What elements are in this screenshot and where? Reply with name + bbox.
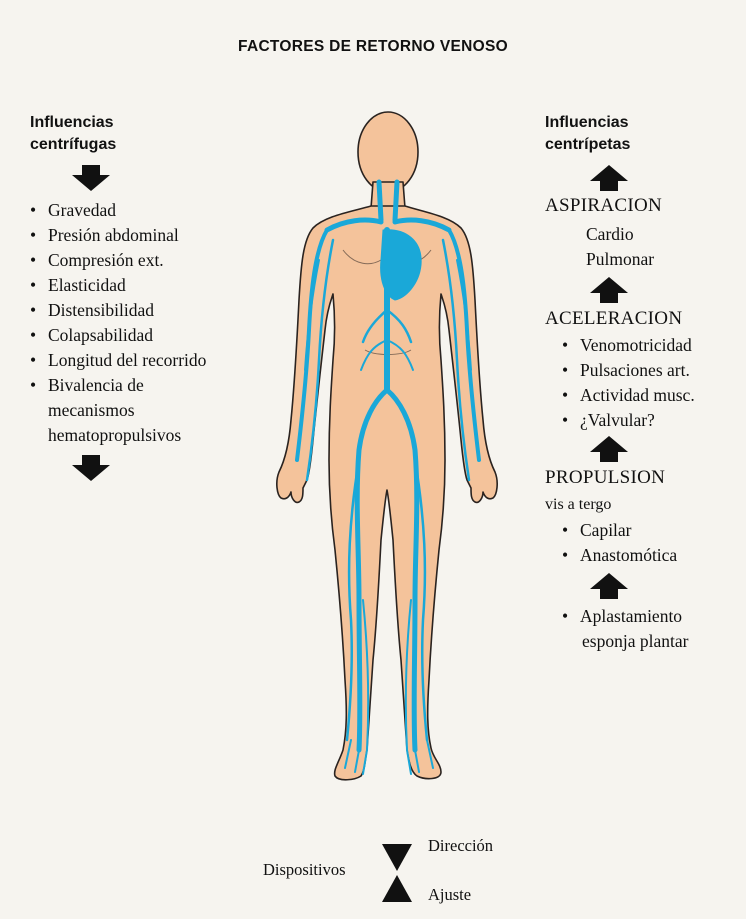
aceleracion-list: Venomotricidad Pulsaciones art. Activida… — [558, 333, 743, 433]
direccion-label: Dirección — [428, 836, 493, 856]
list-item: Elasticidad — [26, 273, 256, 298]
list-item: Bivalencia de mecanismos hematopropulsiv… — [26, 373, 228, 448]
list-item: Distensibilidad — [26, 298, 256, 323]
list-item: Compresión ext. — [26, 248, 256, 273]
centripetal-heading-line1: Influencias — [545, 112, 630, 134]
centripetal-heading-line2: centrípetas — [545, 134, 630, 156]
arrow-down-icon — [72, 165, 110, 191]
diagram-title: FACTORES DE RETORNO VENOSO — [0, 38, 746, 56]
centripetal-heading: Influencias centrípetas — [545, 112, 630, 156]
arrow-up-icon — [590, 573, 628, 599]
arrow-up-icon — [590, 277, 628, 303]
aplastamiento-list: Aplastamiento — [558, 604, 743, 629]
centrifugal-heading: Influencias centrífugas — [30, 112, 116, 156]
list-item: Aplastamiento — [558, 604, 743, 629]
arrow-up-icon — [590, 165, 628, 191]
list-item: Colapsabilidad — [26, 323, 256, 348]
aspiracion-pulmonar: Pulmonar — [586, 247, 654, 272]
list-item: Actividad musc. — [558, 383, 743, 408]
aceleracion-label: ACELERACION — [545, 308, 682, 330]
list-item: Gravedad — [26, 198, 256, 223]
propulsion-list: Capilar Anastomótica — [558, 518, 743, 568]
aspiracion-label: ASPIRACION — [545, 195, 662, 217]
hourglass-icon — [380, 842, 414, 904]
propulsion-sub: vis a tergo — [545, 492, 611, 517]
list-item: Venomotricidad — [558, 333, 743, 358]
arrow-down-icon — [72, 455, 110, 481]
human-body-figure — [255, 100, 525, 800]
propulsion-label: PROPULSION — [545, 467, 665, 489]
list-item: ¿Valvular? — [558, 408, 743, 433]
centrifugal-list: Gravedad Presión abdominal Compresión ex… — [26, 198, 256, 448]
aspiracion-cardio: Cardio — [586, 222, 634, 247]
list-item: Capilar — [558, 518, 743, 543]
centrifugal-heading-line2: centrífugas — [30, 134, 116, 156]
arrow-up-icon — [590, 436, 628, 462]
list-item: Longitud del recorrido — [26, 348, 256, 373]
list-item: Anastomótica — [558, 543, 743, 568]
ajuste-label: Ajuste — [428, 885, 471, 905]
dispositivos-label: Dispositivos — [263, 860, 346, 880]
aplastamiento-line2: esponja plantar — [582, 629, 688, 654]
list-item: Presión abdominal — [26, 223, 256, 248]
centrifugal-heading-line1: Influencias — [30, 112, 116, 134]
list-item: Pulsaciones art. — [558, 358, 743, 383]
